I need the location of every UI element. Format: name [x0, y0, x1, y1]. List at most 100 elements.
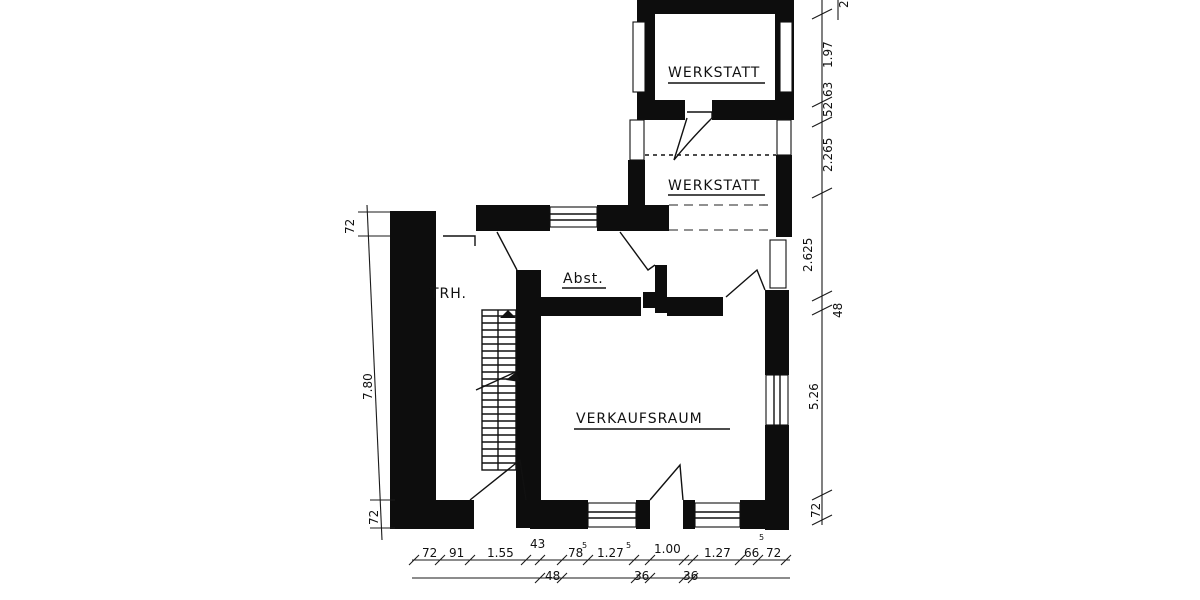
dimension-tick [811, 187, 833, 199]
wall [597, 205, 669, 231]
dimension-tick [687, 554, 699, 566]
wall [776, 155, 792, 237]
wall [637, 100, 685, 120]
dim-bottom-row2-2: 36 [634, 569, 649, 583]
dimension-tick [630, 572, 642, 584]
room-label-werkstatt-upper: WERKSTATT [668, 65, 760, 81]
dim-right-2: 52 [821, 102, 835, 117]
wall [645, 294, 657, 306]
stair-run [481, 309, 517, 471]
wall [541, 297, 641, 316]
dim-bottom-6-sup: 5 [626, 541, 631, 550]
dim-bottom-7: 1.00 [654, 542, 681, 556]
door-swing [649, 463, 684, 501]
dimension-tick [678, 572, 690, 584]
room-label-verkaufsraum: VERKAUFSRAUM [576, 411, 703, 427]
dimension-tick [520, 554, 532, 566]
dimension-tick [811, 290, 833, 302]
doors [443, 111, 776, 501]
staircase [475, 309, 521, 471]
wall [636, 500, 650, 529]
dim-right-6: 48 [831, 303, 845, 318]
dim-bottom-6: 1.27 [597, 546, 624, 560]
dim-bottom-3: 1.55 [487, 546, 514, 560]
dim-bottom-row2-1: 48 [545, 569, 560, 583]
dimension-tick [687, 572, 699, 584]
dimension-lines [358, 0, 839, 584]
dimension-tick [534, 572, 546, 584]
wall [683, 500, 695, 529]
dimension-tick [811, 514, 833, 526]
wall [530, 500, 588, 529]
dimension-tick [644, 554, 656, 566]
window [632, 21, 646, 93]
dimension-tick [811, 96, 833, 108]
dim-right-4: 2.265 [821, 138, 835, 172]
wall [765, 290, 789, 375]
window [776, 119, 792, 156]
door-swing [443, 235, 476, 246]
room-label-abst: Abst. [563, 271, 604, 287]
dim-right-cut: 26 [837, 0, 851, 8]
wall [712, 100, 794, 120]
dimension-tick [811, 8, 833, 20]
dim-bottom-9-sup: 5 [759, 533, 764, 542]
wall [648, 0, 794, 14]
dim-bottom-10: 72 [766, 546, 781, 560]
stair-break-line [475, 369, 521, 391]
window [629, 119, 645, 161]
dim-right-5: 2.625 [801, 238, 815, 272]
wall [667, 297, 723, 316]
wall [516, 270, 541, 528]
dimension-labels: 26 1.97 52 63 2.265 2.625 48 5.26 72 72 … [343, 0, 851, 583]
dimension-tick [644, 572, 656, 584]
dim-right-3: 63 [821, 82, 835, 97]
dimension-tick [780, 554, 792, 566]
dimension-tick [556, 554, 568, 566]
wall [390, 500, 474, 529]
dim-bottom-2: 91 [449, 546, 464, 560]
dimension-tick [811, 304, 833, 316]
walls [390, 0, 794, 530]
dim-bottom-5-sup: 5 [582, 541, 587, 550]
dimension-tick [678, 554, 690, 566]
window [694, 502, 741, 528]
door-swing [619, 231, 656, 271]
dimension-tick [811, 489, 833, 501]
dim-left-1: 72 [343, 219, 357, 234]
windows [549, 21, 793, 528]
dimension-tick [734, 554, 746, 566]
dim-bottom-8: 1.27 [704, 546, 731, 560]
dimension-tick [534, 554, 546, 566]
window [549, 206, 598, 228]
window [765, 374, 789, 426]
stair-arrow [506, 372, 520, 382]
stair-arrow [500, 310, 516, 318]
dim-right-1: 1.97 [821, 41, 835, 68]
window [779, 21, 793, 93]
dimension-tick [556, 572, 568, 584]
dim-bottom-4: 43 [530, 537, 545, 551]
door-swing [673, 111, 713, 161]
dimension-tick [752, 554, 764, 566]
door-swing [469, 458, 527, 501]
dimension-tick [628, 554, 640, 566]
wall [740, 500, 789, 529]
dim-left-2: 7.80 [361, 373, 375, 400]
dimension-tick [408, 554, 420, 566]
dim-left-3: 72 [367, 510, 381, 525]
door-swing [496, 231, 518, 271]
dimension-tick [811, 116, 833, 128]
dim-bottom-row2-3: 36 [683, 569, 698, 583]
door-swing [725, 268, 766, 298]
dim-bottom-5: 78 [568, 546, 583, 560]
wall [476, 205, 550, 231]
room-label-werkstatt-lower: WERKSTATT [668, 178, 760, 194]
dim-right-7: 5.26 [807, 383, 821, 410]
wall [628, 160, 645, 210]
dim-right-8: 72 [809, 503, 823, 518]
dimension-tick [582, 554, 594, 566]
window [587, 502, 637, 528]
wall [390, 211, 436, 529]
